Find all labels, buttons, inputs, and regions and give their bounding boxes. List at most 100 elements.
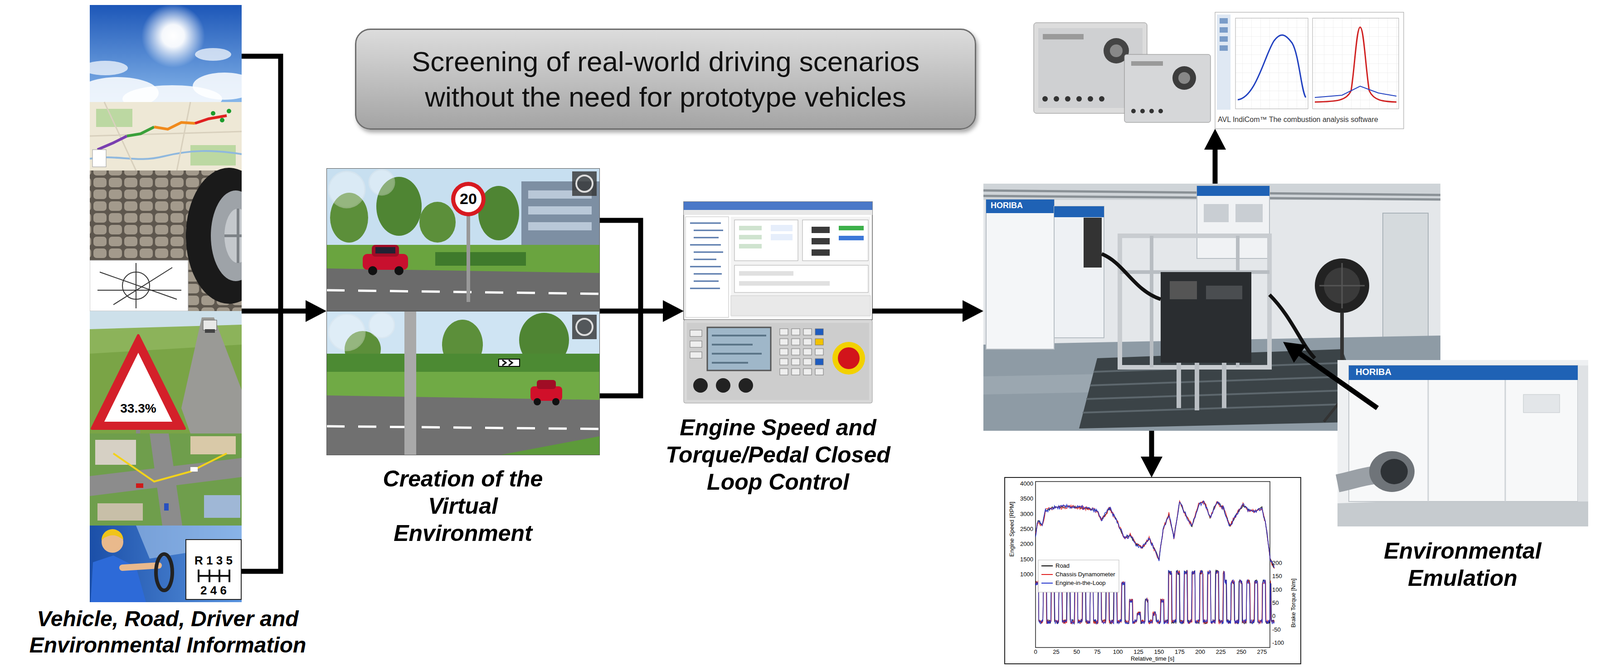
combustion-analysis-hardware-part [1158,108,1163,114]
combustion-analysis-hardware-part [1042,96,1048,102]
simulator-screen-top-part [466,215,471,302]
combustion-analysis-hardware-part [1140,108,1145,114]
simulator-screen-bottom-part [326,311,600,456]
engine-test-bed-photo-part [1119,235,1270,368]
sign-text: 33.3% [120,401,156,416]
axis-title: Brake Torque [Nm] [1289,578,1297,628]
control-software-screenshot-part [838,235,864,241]
gear-pattern-text: R 1 3 5 [194,554,233,568]
axis-title: Engine Speed [RPM] [1008,501,1016,557]
axis-title: Relative_time [s] [1130,655,1175,662]
keypad-part [779,358,788,365]
simulator-screen-bottom-part [326,311,600,456]
image-panel: Creation of the Virtual Environment [326,168,600,456]
controller-hardware-part [832,341,866,375]
simulator-screen-bottom-part [552,398,560,406]
combustion-analysis-software-part [1312,18,1399,109]
keypad [779,328,824,375]
controller-hardware-part [683,319,873,404]
control-software-screenshot-part [685,216,729,318]
control-software-screenshot-part [739,243,762,249]
arrow-head [1204,128,1226,150]
tick-label: 200 [1272,559,1283,567]
simulator-screen-bottom-part [572,314,597,340]
keypad-part [815,328,824,336]
keypad-part [803,338,812,346]
sky-photo-part [194,48,232,61]
combustion-analysis-software-part [1314,27,1397,103]
simulator-screen-top-part [455,185,482,213]
tick-label: 250 [1236,648,1247,656]
arrow-head [962,300,984,322]
slope-photo-part [89,311,242,434]
simulator-screen-top [326,168,600,312]
route-map-part [226,108,232,114]
arrow-head [662,300,684,322]
flow-arrow [1204,128,1226,184]
control-software-screenshot-part [683,209,873,215]
route-map-part [97,136,127,150]
controller-hardware-part [690,340,702,348]
flow-arrow [872,300,984,322]
controller-hardware-part [738,378,754,393]
simulator-screen-bottom-part [326,426,600,429]
arrow-shaft [599,308,666,314]
tick-label: 4000 [1020,480,1034,488]
simulator-screen-bottom-part [533,398,541,406]
combustion-analysis-hardware-part [1042,34,1084,40]
engine-test-bed-photo-part [1206,285,1243,300]
intersection-map-part [190,436,236,455]
tick-label: 225 [1215,648,1226,656]
simulator-screen-top-part [326,168,600,312]
control-software-screenshot-part [739,281,830,286]
combustion-analysis-software-part [1237,34,1306,100]
engine-test-bed-photo-part [1083,217,1102,268]
flow-arrow [1140,430,1163,478]
driver-illustration-part [122,565,159,568]
simulator-screen-bottom-part [502,359,513,366]
combustion-analysis-software-part [1215,12,1404,129]
arrow-shaft [1298,352,1378,409]
keypad-part [791,328,800,336]
keypad-part [803,328,812,336]
tick-label: 150 [1272,573,1283,580]
tick-label: -50 [1272,626,1281,633]
keypad-part [779,328,788,336]
arrow-shaft [872,308,966,314]
image-panel: HORIBAEnvironmental Emulation [1337,359,1589,527]
control-software-screenshot-part [739,234,762,240]
virtual-environment-screens [326,168,600,456]
legend-box [1038,559,1119,593]
control-software-screenshot-part [734,265,869,293]
legend-text: Chassis Dynamometer [1055,570,1116,578]
combustion-analysis-hardware-part [1025,12,1216,129]
tick-label: 1500 [1020,555,1034,563]
title-text: Screening of real-world driving scenario… [356,43,975,115]
legend-text: Road [1055,562,1070,569]
simulator-screen-top-part [576,175,593,192]
simulator-screen-top-part [528,222,592,231]
sky-photo-part [89,60,128,76]
simulator-screen-top-part [368,266,378,276]
combustion-analysis-hardware-part [1124,54,1211,123]
intersection-map [89,433,242,526]
combustion-analysis-hardware-part [1099,96,1105,102]
combustion-analysis-software-part [1219,27,1228,33]
controller-hardware-part [690,351,702,359]
arrow-head [1140,456,1163,478]
simulator-screen-top-part [435,252,526,266]
environmental-emulation-photo-part [1523,394,1560,413]
tick-label: 0 [1272,612,1276,620]
result-chart-part [1004,477,1301,664]
keypad-part [815,358,824,365]
route-map-part [89,150,242,160]
combustion-analysis-hardware-part [1131,61,1163,66]
legend-text: Engine-in-the-Loop [1055,579,1106,587]
intersection-map-part [136,483,144,488]
cobblestone-wheel-photo-part [210,190,242,282]
driver-illustration-part [185,539,242,600]
keypad-part [779,348,788,356]
environmental-emulation-photo-part [1380,458,1408,485]
intersection-map-part [149,433,183,526]
simulator-screen-top-part [375,247,396,254]
